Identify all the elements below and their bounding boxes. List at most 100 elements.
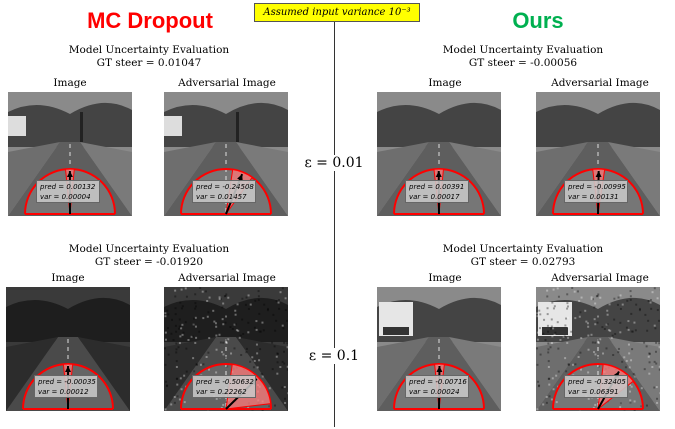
noise-dot — [647, 300, 650, 303]
epsilon-label-2: ε = 0.1 — [304, 348, 364, 364]
noise-dot — [219, 341, 222, 344]
var-value: var = 0.01457 — [196, 193, 247, 201]
noise-dot — [215, 371, 218, 374]
noise-dot — [579, 311, 582, 314]
noise-dot — [546, 324, 549, 327]
noise-dot — [254, 299, 257, 302]
noise-dot — [537, 380, 540, 383]
epsilon-label-1: ε = 0.01 — [304, 155, 364, 171]
noise-dot — [567, 363, 570, 366]
noise-dot — [559, 338, 562, 341]
noise-dot — [190, 335, 193, 338]
noise-dot — [613, 297, 616, 300]
noise-dot — [273, 404, 276, 407]
noise-dot — [653, 360, 656, 363]
noise-dot — [594, 323, 597, 326]
noise-dot — [198, 330, 201, 333]
noise-dot — [195, 363, 198, 366]
pred-value: pred = 0.00132 — [40, 183, 96, 191]
noise-dot — [566, 341, 569, 344]
noise-dot — [617, 296, 620, 299]
noise-dot — [275, 300, 278, 303]
noise-dot — [605, 347, 608, 350]
noise-dot — [181, 305, 184, 308]
noise-dot — [174, 313, 177, 316]
noise-dot — [653, 287, 656, 290]
noise-dot — [164, 315, 167, 318]
noise-dot — [653, 386, 656, 389]
noise-dot — [654, 350, 657, 353]
noise-dot — [181, 333, 184, 336]
adversarial-image-label: Adversarial Image — [178, 272, 276, 284]
noise-dot — [619, 294, 622, 297]
noise-dot — [553, 323, 556, 326]
noise-dot — [587, 348, 590, 351]
noise-dot — [222, 302, 225, 305]
noise-dot — [194, 325, 197, 328]
noise-dot — [630, 359, 633, 362]
adversarial-image-label: Adversarial Image — [178, 77, 276, 89]
noise-dot — [171, 318, 174, 321]
noise-dot — [224, 321, 227, 324]
noise-dot — [555, 401, 558, 404]
noise-dot — [181, 323, 184, 326]
noise-dot — [631, 330, 634, 333]
noise-dot — [174, 307, 177, 310]
scene-car — [164, 116, 182, 136]
noise-dot — [612, 354, 615, 357]
noise-dot — [164, 331, 167, 334]
noise-dot — [275, 355, 278, 358]
noise-dot — [645, 345, 648, 348]
var-value: var = 0.22262 — [196, 388, 247, 396]
noise-dot — [175, 330, 178, 333]
noise-dot — [281, 287, 284, 290]
pred-value: pred = -0.00995 — [568, 183, 626, 191]
noise-dot — [178, 398, 181, 401]
noise-dot — [648, 361, 651, 364]
noise-dot — [554, 331, 557, 334]
noise-dot — [194, 307, 197, 310]
noise-dot — [577, 355, 580, 358]
noise-dot — [229, 326, 232, 329]
noise-dot — [247, 321, 250, 324]
noise-dot — [224, 294, 227, 297]
noise-dot — [619, 331, 622, 334]
var-value: var = 0.00012 — [38, 388, 89, 396]
noise-dot — [204, 290, 207, 293]
noise-dot — [205, 355, 208, 358]
center-divider — [334, 22, 335, 427]
noise-dot — [650, 307, 653, 310]
noise-dot — [173, 401, 176, 404]
image-label: Image — [428, 77, 462, 89]
noise-dot — [553, 333, 556, 336]
noise-dot — [629, 298, 632, 301]
noise-dot — [539, 313, 542, 316]
noise-dot — [630, 312, 633, 315]
noise-dot — [213, 320, 216, 323]
noise-dot — [237, 329, 240, 332]
noise-dot — [221, 306, 224, 309]
noise-dot — [658, 365, 660, 368]
noise-dot — [234, 313, 237, 316]
noise-dot — [225, 339, 228, 342]
noise-dot — [199, 287, 202, 290]
scene-roadside — [449, 142, 501, 216]
noise-dot — [548, 377, 551, 380]
noise-dot — [655, 386, 658, 389]
noise-dot — [633, 400, 636, 403]
noise-dot — [646, 329, 649, 332]
noise-dot — [547, 360, 550, 363]
noise-dot — [564, 357, 567, 360]
noise-dot — [184, 321, 187, 324]
noise-dot — [185, 295, 188, 298]
noise-dot — [547, 351, 550, 354]
noise-dot — [587, 397, 590, 400]
noise-dot — [547, 330, 550, 333]
noise-dot — [654, 327, 657, 330]
noise-dot — [207, 311, 210, 314]
noise-dot — [245, 347, 248, 350]
noise-dot — [599, 338, 602, 341]
noise-dot — [625, 326, 628, 329]
